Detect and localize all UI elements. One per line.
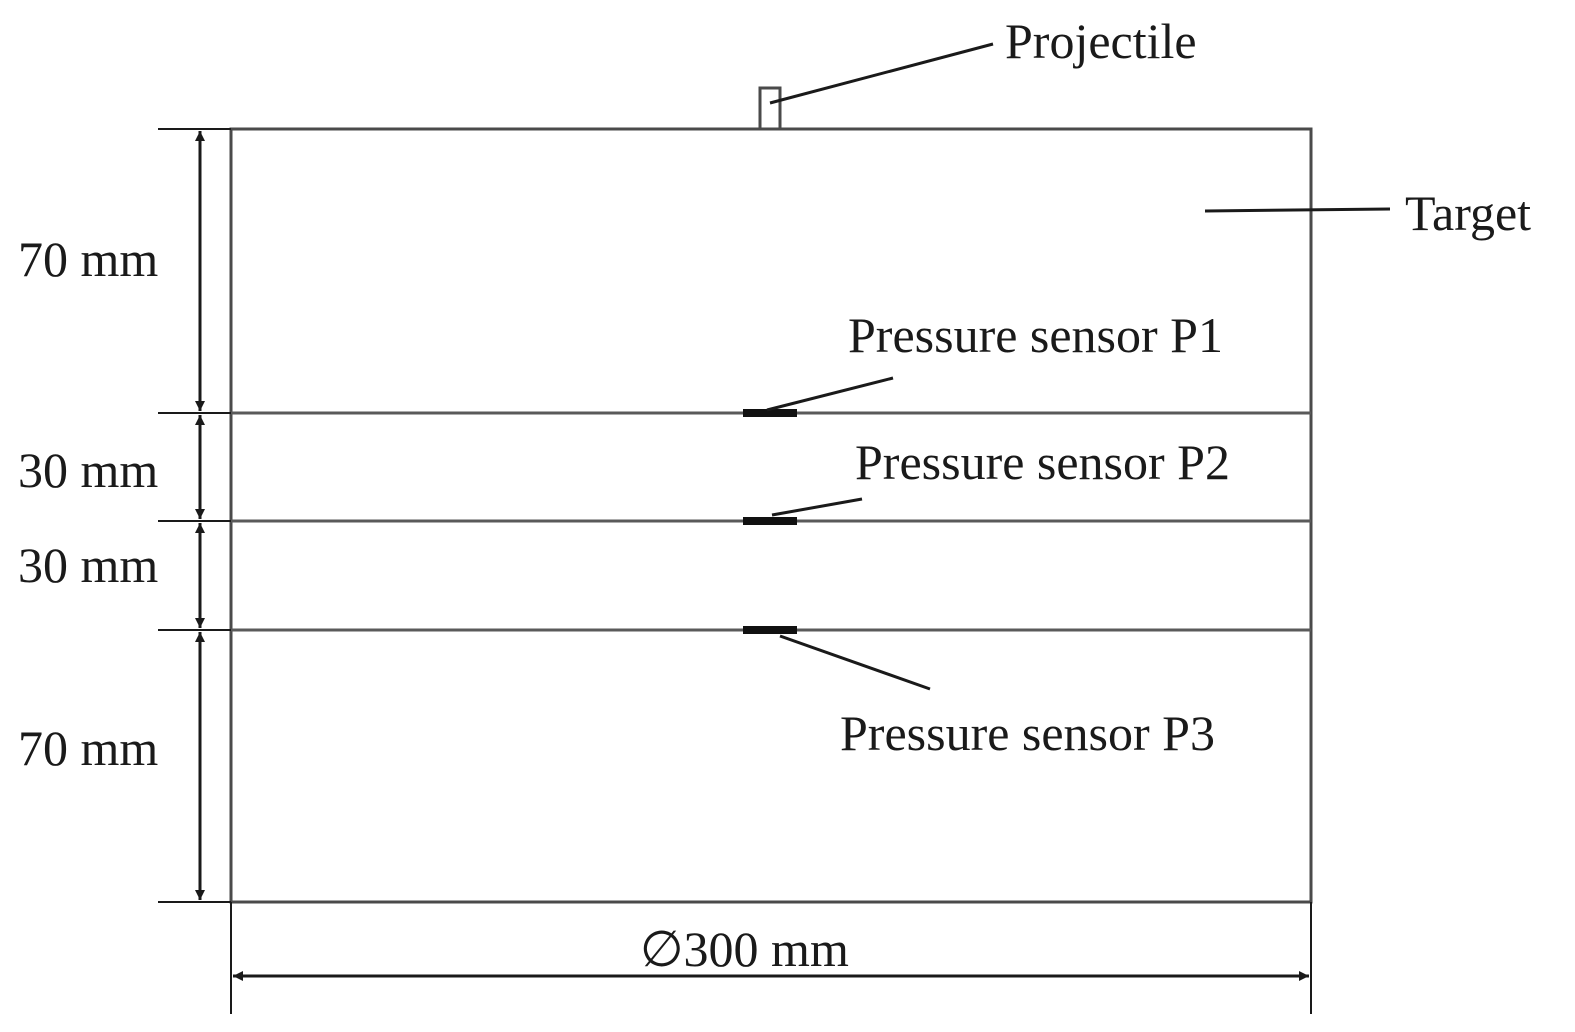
target-leader-line xyxy=(1204,207,1391,213)
dim-label-bottom: 70 mm xyxy=(18,720,158,776)
sensor-p3-leader-line xyxy=(779,634,931,691)
sensor-p2-label: Pressure sensor P2 xyxy=(855,434,1230,490)
sensor-p1-leader-line xyxy=(766,376,894,412)
target-block xyxy=(229,127,1313,904)
projectile-label: Projectile xyxy=(1005,13,1197,69)
dim-label-mid2: 30 mm xyxy=(18,537,158,593)
sensor-p2-leader-line xyxy=(771,497,863,517)
projectile-leader-line xyxy=(769,42,994,105)
dim-label-mid1: 30 mm xyxy=(18,442,158,498)
target-label: Target xyxy=(1405,185,1531,241)
dim-label-top: 70 mm xyxy=(18,231,158,287)
sensor-p3-label: Pressure sensor P3 xyxy=(840,705,1215,761)
diameter-label: ∅300 mm xyxy=(640,921,849,977)
sensor-p1-label: Pressure sensor P1 xyxy=(848,307,1223,363)
projectile-body xyxy=(758,86,782,131)
